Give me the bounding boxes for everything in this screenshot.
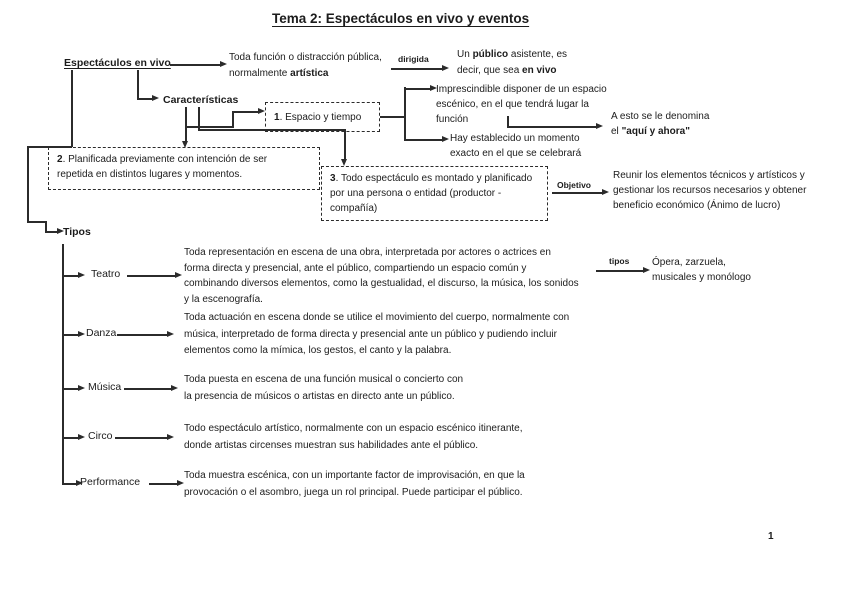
connector-line xyxy=(391,68,442,70)
node-espectaculos-en-vivo: Espectáculos en vivo xyxy=(64,57,171,69)
connector-line xyxy=(27,146,72,148)
connector-line xyxy=(62,334,79,336)
page-number: 1 xyxy=(768,531,774,542)
connector-line xyxy=(344,129,346,160)
connector-line xyxy=(185,107,187,142)
connector-line xyxy=(137,70,139,99)
definicion-text: Toda función o distracción pública, norm… xyxy=(229,50,382,81)
page-title: Tema 2: Espectáculos en vivo y eventos xyxy=(272,11,530,26)
connector-line xyxy=(507,126,597,128)
arrowhead-right-icon xyxy=(78,330,85,337)
definicion-line1: Toda función o distracción pública, xyxy=(229,52,382,63)
arrowhead-down-icon xyxy=(340,159,347,166)
teatro-subtipos: Ópera, zarzuela,musicales y monólogo xyxy=(652,257,751,283)
node-danza: Danza xyxy=(86,327,117,339)
connector-line xyxy=(552,192,603,194)
publico-text: Un público asistente, es decir, que sea … xyxy=(457,49,568,76)
objetivo-text: Reunir los elementos técnicos y artístic… xyxy=(613,170,807,211)
arrowhead-right-icon xyxy=(57,227,64,234)
connector-line xyxy=(124,388,172,390)
definicion-line2: normalmente artística xyxy=(229,67,329,79)
arrowhead-right-icon xyxy=(442,64,449,71)
box-montado-planificado: 3. Todo espectáculo es montado y planifi… xyxy=(321,166,548,221)
connector-line xyxy=(62,244,64,484)
connector-line xyxy=(170,64,220,66)
connector-line xyxy=(71,70,73,147)
aqui-y-ahora-text: A esto se le denomina el "aquí y ahora" xyxy=(611,111,710,137)
connector-line xyxy=(404,139,442,141)
danza-desc: Toda actuación en escena donde se utilic… xyxy=(184,312,570,356)
arrowhead-right-icon xyxy=(430,84,437,91)
arrowhead-right-icon xyxy=(76,479,83,486)
arrowhead-right-icon xyxy=(643,266,650,273)
arrowhead-right-icon xyxy=(78,384,85,391)
arrowhead-right-icon xyxy=(167,433,174,440)
arrowhead-right-icon xyxy=(175,271,182,278)
arrowhead-right-icon xyxy=(171,384,178,391)
connector-line xyxy=(62,388,79,390)
label-objetivo: Objetivo xyxy=(557,180,592,190)
connector-line xyxy=(232,111,234,128)
arrowhead-right-icon xyxy=(596,122,603,129)
arrowhead-right-icon xyxy=(78,271,85,278)
connector-line xyxy=(198,107,200,130)
connector-line xyxy=(117,334,168,336)
connector-line xyxy=(27,146,29,222)
connector-line xyxy=(62,275,79,277)
node-tipos: Tipos xyxy=(63,226,91,238)
arrowhead-down-icon xyxy=(181,141,188,148)
box-planificada: 2. Planificada previamente con intención… xyxy=(48,147,320,190)
connector-line xyxy=(137,98,152,100)
connector-line xyxy=(127,275,176,277)
connector-line xyxy=(62,483,77,485)
label-dirigida: dirigida xyxy=(398,54,429,64)
connector-line xyxy=(45,221,47,232)
node-circo: Circo xyxy=(88,430,113,442)
circo-desc: Todo espectáculo artístico, normalmente … xyxy=(184,423,523,451)
musica-desc: Toda puesta en escena de una función mus… xyxy=(184,374,464,402)
arrowhead-right-icon xyxy=(258,107,265,114)
node-musica: Música xyxy=(88,381,122,393)
connector-line xyxy=(115,437,168,439)
node-teatro: Teatro xyxy=(91,268,121,280)
arrowhead-right-icon xyxy=(167,330,174,337)
arrowhead-right-icon xyxy=(602,188,609,195)
box-espacio-y-tiempo: 1. Espacio y tiempo xyxy=(265,102,380,132)
connector-line xyxy=(45,231,58,233)
connector-line xyxy=(232,111,259,113)
arrowhead-right-icon xyxy=(177,479,184,486)
connector-line xyxy=(404,87,406,140)
performance-desc: Toda muestra escénica, con un importante… xyxy=(184,470,525,498)
connector-line xyxy=(62,437,79,439)
arrowhead-right-icon xyxy=(220,60,227,67)
connector-line xyxy=(380,116,405,118)
connector-line xyxy=(507,116,509,127)
arrowhead-right-icon xyxy=(78,433,85,440)
connector-line xyxy=(185,126,233,128)
connector-line xyxy=(27,221,46,223)
node-caracteristicas: Características xyxy=(163,94,239,106)
connector-line xyxy=(149,483,178,485)
connector-line xyxy=(596,270,644,272)
teatro-desc: Toda representación en escena de una obr… xyxy=(184,247,579,305)
arrowhead-right-icon xyxy=(152,94,159,101)
node-performance: Performance xyxy=(80,476,141,488)
arrowhead-right-icon xyxy=(442,135,449,142)
connector-line xyxy=(404,88,430,90)
label-tipos-teatro: tipos xyxy=(609,256,630,266)
connector-line xyxy=(198,129,345,131)
